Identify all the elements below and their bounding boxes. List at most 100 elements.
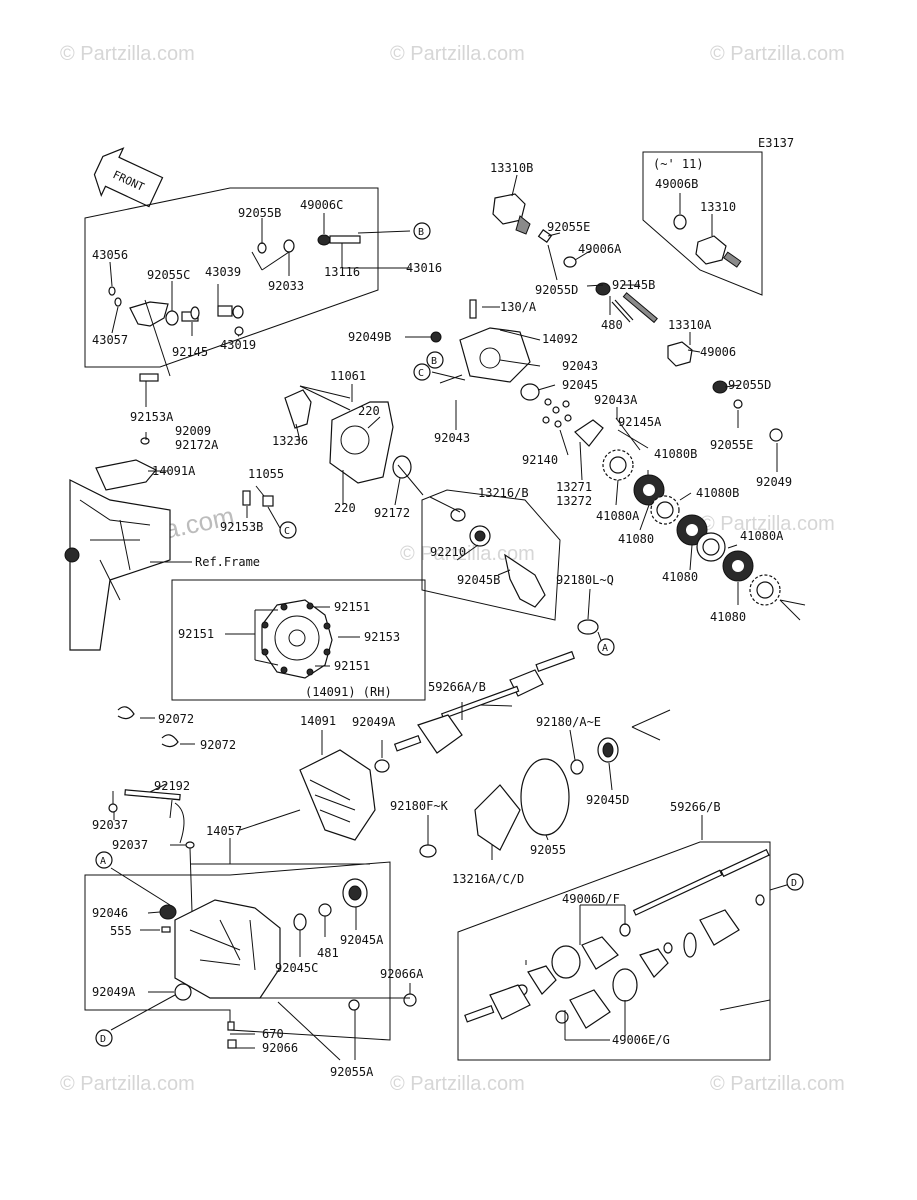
label-92033: 92033 xyxy=(268,279,304,293)
label-14091: 14091 xyxy=(300,714,336,728)
label-92055d-2: 92055D xyxy=(728,378,771,392)
watermark-3: © Partzilla.com xyxy=(710,43,845,65)
label-92037-1: 92037 xyxy=(92,818,128,832)
box-rear-axle xyxy=(457,841,771,1061)
diagram-code: E3137 xyxy=(758,136,794,150)
label-92172a: 92172A xyxy=(175,438,219,452)
label-43039: 43039 xyxy=(205,265,241,279)
label-92055a: 92055A xyxy=(330,1065,374,1079)
label-92192: 92192 xyxy=(154,779,190,793)
box-upper-left xyxy=(84,187,379,368)
label-43016: 43016 xyxy=(406,261,442,275)
label-49006c: 49006C xyxy=(300,198,343,212)
middle-parts xyxy=(108,706,619,858)
callout-b-1 xyxy=(413,222,431,240)
label-92043a-2: 92043A xyxy=(594,393,638,407)
label-92066a: 92066A xyxy=(380,967,424,981)
watermark-2: © Partzilla.com xyxy=(390,43,525,65)
label-92049b: 92049B xyxy=(348,330,391,344)
label-555: 555 xyxy=(110,924,132,938)
callout-b-2-label: B xyxy=(431,356,437,367)
label-92043a: 92043 xyxy=(562,359,598,373)
box-13310-parts xyxy=(673,214,742,268)
leaders-middle xyxy=(112,704,671,865)
label-92055e: 92055E xyxy=(547,220,590,234)
watermark-6: © Partzilla.com xyxy=(710,1073,845,1095)
watermark-1: © Partzilla.com xyxy=(60,43,195,65)
label-92145a: 92145A xyxy=(618,415,662,429)
label-92172: 92172 xyxy=(374,506,410,520)
watermark-5: © Partzilla.com xyxy=(390,1073,525,1095)
label-92151-1: 92151 xyxy=(334,600,370,614)
callout-d-2 xyxy=(786,873,804,891)
label-92045c: 92045C xyxy=(275,961,318,975)
part-labels: 92055B 49006C 43056 92055 C 43039 13116 4… xyxy=(92,161,792,1079)
label-11061: 11061 xyxy=(330,369,366,383)
inset-caption: (14091) (RH) xyxy=(305,685,392,699)
label-13310a: 13310A xyxy=(668,318,712,332)
label-59266b: 59266/B xyxy=(670,800,721,814)
label-92180ae: 92180/A~E xyxy=(536,715,601,729)
label-41080-1: 41080 xyxy=(618,532,654,546)
label-13236: 13236 xyxy=(272,434,308,448)
upper-center-parts xyxy=(430,193,783,451)
label-92153b: 92153B xyxy=(220,520,263,534)
label-14091a: 14091A xyxy=(152,464,196,478)
label-13216acd: 13216A/C/D xyxy=(452,872,524,886)
callout-a-1-label: A xyxy=(602,643,608,654)
label-92055: 92055 xyxy=(530,843,566,857)
label-49006a: 49006A xyxy=(578,242,622,256)
final-gear-case-icon xyxy=(159,878,417,1049)
upper-left-parts xyxy=(95,234,361,507)
frame-illustration xyxy=(64,479,192,651)
label-13116: 13116 xyxy=(324,265,360,279)
label-43056: 43056 xyxy=(92,248,128,262)
label-41080a-2: 41080A xyxy=(740,529,784,543)
label-92049a-2: 92049A xyxy=(92,985,136,999)
label-92037-2: 92037 xyxy=(112,838,148,852)
label-13310: 13310 xyxy=(700,200,736,214)
label-14057: 14057 xyxy=(206,824,242,838)
label-92049a: 92049A xyxy=(352,715,396,729)
label-92045d: 92045D xyxy=(586,793,629,807)
label-92140: 92140 xyxy=(522,453,558,467)
label-92045a: 92045A xyxy=(340,933,384,947)
watermark-4: © Partzilla.com xyxy=(60,1073,195,1095)
callout-c-1-label: C xyxy=(418,368,424,379)
label-13272: 13272 xyxy=(556,494,592,508)
leaders-inset xyxy=(225,606,360,667)
label-92055d: 92055D xyxy=(535,283,578,297)
inset-box xyxy=(171,579,426,701)
rear-axle-shaft-icon xyxy=(464,848,770,1029)
label-92046: 92046 xyxy=(92,906,128,920)
label-670: 670 xyxy=(262,1027,284,1041)
front-axle-shaft-icon xyxy=(393,650,575,754)
box-13310 xyxy=(642,151,763,296)
label-92151-3: 92151 xyxy=(334,659,370,673)
watermark-7: © Partzilla.com xyxy=(400,543,535,565)
leaders-upper-center xyxy=(405,174,778,481)
inset-cover-icon xyxy=(261,599,333,679)
label-480: 480 xyxy=(601,318,623,332)
label-92180fk: 92180F~K xyxy=(390,799,449,813)
label-49006: 49006 xyxy=(700,345,736,359)
label-13271: 13271 xyxy=(556,480,592,494)
label-49006eg: 49006E/G xyxy=(612,1033,670,1047)
label-130a: 130/A xyxy=(500,300,537,314)
label-92153a: 92153A xyxy=(130,410,174,424)
watermark-8: © Partzilla.com xyxy=(700,513,835,535)
callout-a-2 xyxy=(95,851,113,869)
label-92055b: 92055B xyxy=(238,206,281,220)
callout-d-1-label: D xyxy=(100,1034,106,1045)
label-92072-2: 92072 xyxy=(200,738,236,752)
label-41080b-2: 41080B xyxy=(696,486,739,500)
pinion-parts xyxy=(397,464,599,635)
label-41080-3: 41080 xyxy=(710,610,746,624)
label-43019: 43019 xyxy=(220,338,256,352)
label-49006df: 49006D/F xyxy=(562,892,620,906)
box-pinion xyxy=(421,489,561,621)
label-13310b: 13310B xyxy=(490,161,533,175)
label-92049: 92049 xyxy=(756,475,792,489)
